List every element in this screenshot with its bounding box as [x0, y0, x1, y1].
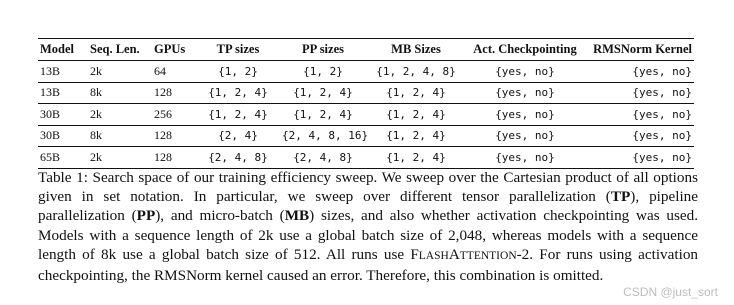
table-cell: 13B — [38, 82, 88, 104]
flashattention-name: FLASHATTENTION-2 — [410, 245, 530, 263]
table-cell: 256 — [152, 103, 196, 126]
table-cell: {1, 2, 4} — [366, 125, 466, 147]
table-cell: {1, 2, 4} — [366, 82, 466, 104]
table-cell: 65B — [38, 146, 88, 169]
table-cell: {1, 2, 4} — [196, 82, 280, 104]
column-header: MB Sizes — [391, 42, 441, 56]
table-cell: {1, 2} — [280, 60, 366, 83]
table-cell: {yes, no} — [466, 146, 584, 169]
caption-text: ) sizes, and also whether activation che… — [38, 207, 699, 263]
column-header: PP sizes — [301, 42, 344, 56]
table-cell: 2k — [88, 60, 152, 83]
table-cell: {yes, no} — [466, 60, 584, 83]
caption-text: ), and micro-batch ( — [155, 207, 285, 225]
table-cell: 128 — [152, 125, 196, 147]
table-cell: {yes, no} — [584, 60, 694, 83]
column-header: TP sizes — [216, 42, 260, 56]
table-cell: {1, 2, 4} — [196, 103, 280, 126]
table-cell: {yes, no} — [584, 82, 694, 104]
caption-text: . For runs using activation checkpointin… — [38, 245, 699, 285]
table-cell: 2k — [88, 146, 152, 169]
table-cell: 128 — [152, 82, 196, 104]
table-cell: 30B — [38, 125, 88, 147]
caption-tp: TP — [610, 188, 631, 206]
caption-text: ), pipeline parallelization ( — [38, 188, 699, 225]
table-cell: {1, 2} — [196, 60, 280, 83]
table-cell: 128 — [152, 146, 196, 169]
column-header: Model — [40, 42, 75, 56]
table-cell: 30B — [38, 103, 88, 126]
caption-mb: MB — [284, 207, 310, 225]
search-space-table: Model Seq. Len. GPUs TP sizes PP sizes MB Siz… — [38, 38, 694, 169]
caption-text: Table 1: Search space of our training ef… — [38, 169, 698, 206]
table-cell: 2k — [88, 103, 152, 126]
table-cell: {1, 2, 4} — [280, 82, 366, 104]
table-cell: 8k — [88, 82, 152, 104]
table-cell: {1, 2, 4} — [366, 146, 466, 169]
table-cell: 13B — [38, 60, 88, 83]
column-header: RMSNorm Kernel — [593, 42, 692, 56]
table-cell: {2, 4, 8, 16} — [280, 125, 368, 147]
column-header: Act. Checkpointing — [473, 42, 577, 56]
table-cell: {yes, no} — [466, 103, 584, 126]
table-caption: Table 1: Search space of our training ef… — [38, 168, 698, 285]
table-cell: {yes, no} — [584, 146, 694, 169]
table-cell: {2, 4} — [196, 125, 280, 147]
table-header-row: Model Seq. Len. GPUs TP sizes PP sizes MB Siz… — [38, 38, 694, 61]
table-cell: 64 — [152, 60, 196, 83]
column-header: GPUs — [154, 42, 186, 56]
table-cell: {yes, no} — [466, 125, 584, 147]
table-cell: {2, 4, 8} — [196, 146, 280, 169]
table-cell: {1, 2, 4} — [280, 103, 366, 126]
table-cell: {1, 2, 4} — [366, 103, 466, 126]
column-header: Seq. Len. — [90, 42, 140, 56]
csdn-watermark: CSDN @just_sort — [623, 285, 718, 299]
table-cell: {yes, no} — [584, 125, 694, 147]
table-cell: 8k — [88, 125, 152, 147]
table-cell: {2, 4, 8} — [280, 146, 366, 169]
table-container: Model Seq. Len. GPUs TP sizes PP sizes MB Siz… — [38, 38, 694, 169]
caption-pp: PP — [136, 207, 156, 225]
table-cell: {yes, no} — [466, 82, 584, 104]
table-cell: {yes, no} — [584, 103, 694, 126]
table-cell: {1, 2, 4, 8} — [366, 60, 466, 83]
